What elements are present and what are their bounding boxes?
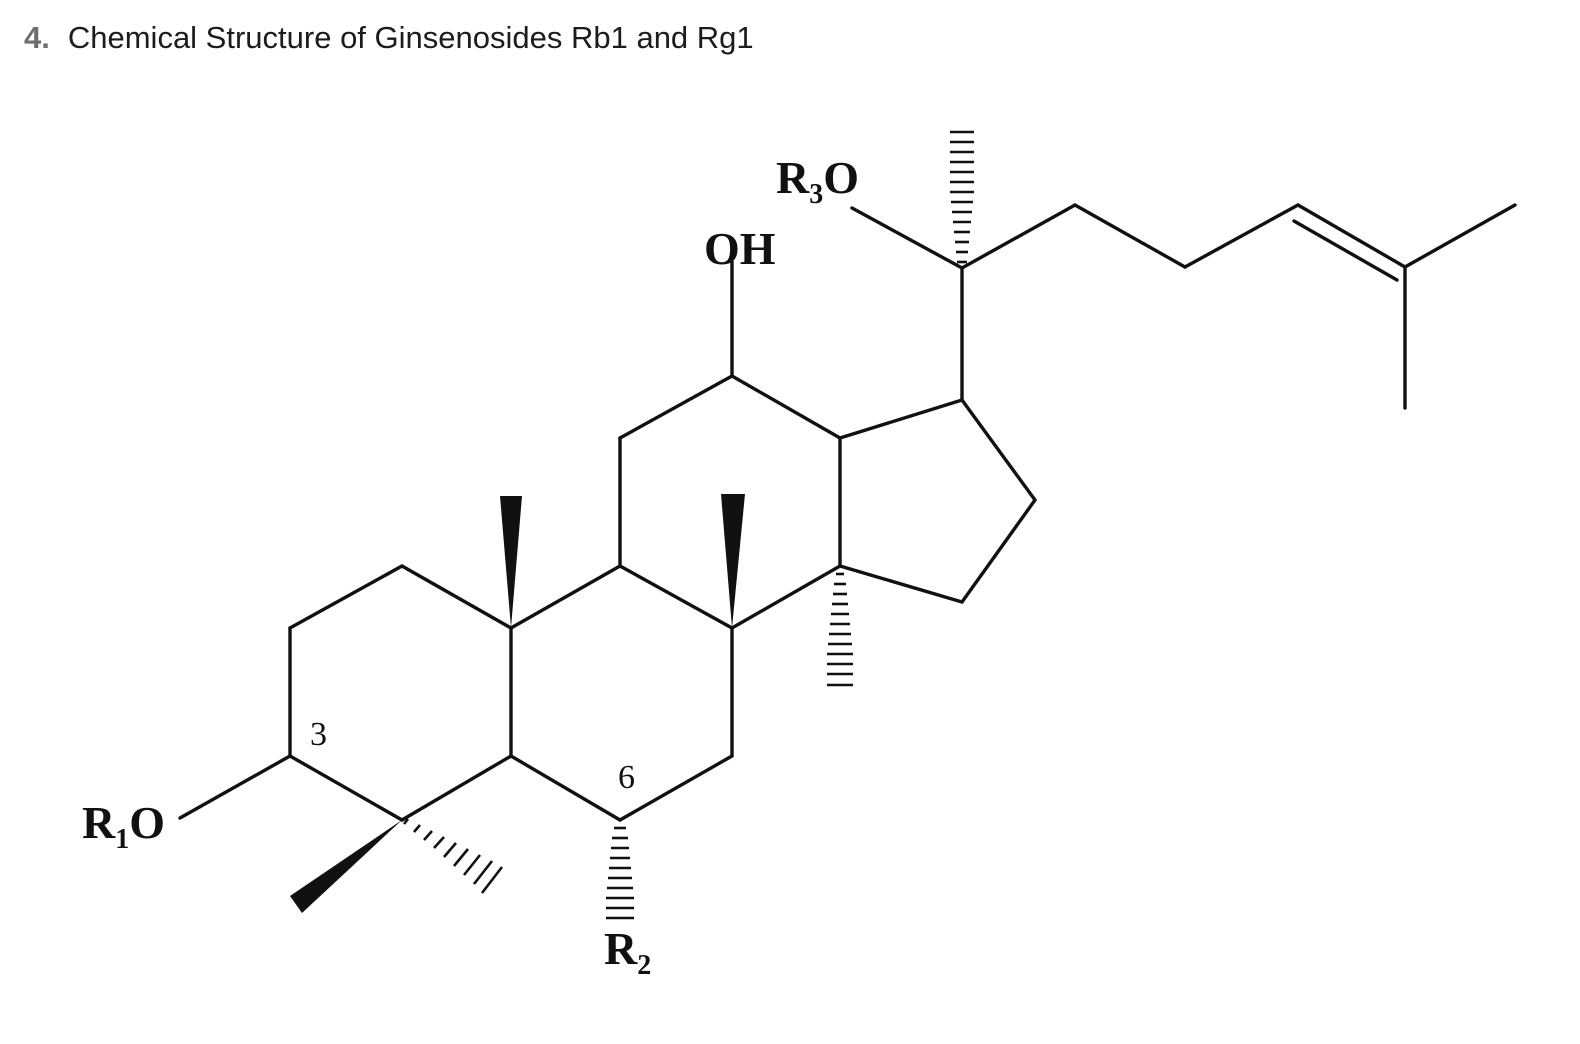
locant-6: 6 [618,759,635,796]
side-chain [850,203,1517,410]
r1o-subscript: 1 [115,824,129,855]
r3o-o: O [823,152,859,203]
locant-3: 3 [310,716,327,753]
hash-bond-c4 [402,818,504,894]
ring-b [509,564,734,822]
r1o-bond [178,754,292,820]
wedge-methyl-c8 [721,494,745,628]
hash-bond-c14 [827,572,853,687]
ring-a [288,564,513,822]
r1o-label: R1O [82,797,165,855]
section-heading: 4. Chemical Structure of Ginsenosides Rb1… [24,16,754,60]
r2-label: R2 [604,923,651,981]
r3o-subscript: 3 [809,179,823,210]
r3o-label: R3O [776,152,859,210]
r3o-bond [850,206,964,270]
substituent-bonds [178,260,734,820]
hash-bond-c20 [950,130,974,264]
oh-label: OH [704,223,776,274]
ring-d [838,398,1037,604]
double-bond-line [1292,219,1399,282]
r1o-r: R [82,797,116,848]
section-title: Chemical Structure of Ginsenosides Rb1 a… [67,20,754,55]
r2-subscript: 2 [637,950,651,981]
hash-bond-c6 [606,826,634,920]
ring-c [618,374,842,630]
r2-r: R [604,923,638,974]
wedge-methyl-c4 [290,820,402,913]
r1o-o: O [129,797,165,848]
wedge-methyl-c10 [500,496,522,628]
r3o-r: R [776,152,810,203]
section-number: 4. [24,20,50,55]
